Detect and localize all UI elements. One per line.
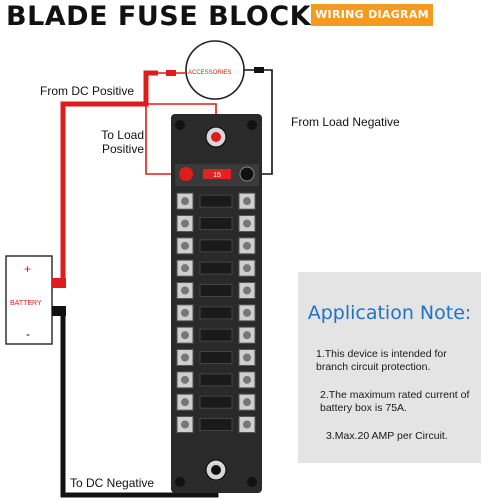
fuse-slot xyxy=(199,418,233,431)
screw xyxy=(181,264,189,273)
note-item-2: 2.The maximum rated current of battery b… xyxy=(320,389,470,414)
label-from-load-negative: From Load Negative xyxy=(291,115,400,129)
fuse-row xyxy=(176,349,256,366)
battery-minus: - xyxy=(26,327,30,341)
screw xyxy=(181,375,189,384)
fuse-row xyxy=(176,237,256,255)
screw xyxy=(181,398,189,407)
screw xyxy=(243,375,251,384)
screw xyxy=(243,197,251,206)
fuse-row xyxy=(176,304,256,322)
note-item-1: 1.This device is intended for branch cir… xyxy=(316,348,447,373)
label-to-load-positive-line1: To Load xyxy=(101,128,144,142)
screw xyxy=(181,241,189,250)
label-to-dc-negative: To DC Negative xyxy=(70,476,155,490)
fuse-row xyxy=(176,259,256,277)
application-note-title: Application Note: xyxy=(307,302,472,324)
screw xyxy=(243,264,251,273)
screw xyxy=(181,197,189,206)
fuse-row xyxy=(176,326,256,344)
screw xyxy=(181,353,189,362)
battery-box xyxy=(5,255,53,345)
screw xyxy=(181,286,189,295)
screw xyxy=(243,398,251,407)
fuse-slot xyxy=(199,395,233,409)
fuse-slot xyxy=(199,261,233,275)
svg-text:15: 15 xyxy=(213,172,221,179)
fuse-slot xyxy=(199,239,233,253)
accessories-label: ACCESSORIES xyxy=(188,70,232,76)
battery-plus: + xyxy=(24,262,32,276)
fuse-row xyxy=(176,371,256,389)
battery-label: BATTERY xyxy=(10,300,42,307)
fuse-row xyxy=(176,215,256,232)
fuse-slot xyxy=(199,217,233,230)
label-from-dc-positive: From DC Positive xyxy=(40,84,135,98)
page-title: BLADE FUSE BLOCK xyxy=(6,1,312,32)
screw xyxy=(243,331,251,340)
screw xyxy=(181,420,189,429)
fuse-row xyxy=(176,393,256,411)
wire-to-load-positive xyxy=(145,103,217,175)
screw xyxy=(243,308,251,317)
screw xyxy=(181,219,189,228)
screw xyxy=(243,353,251,362)
screw xyxy=(243,219,251,228)
screw xyxy=(181,308,189,317)
screw xyxy=(243,420,251,429)
fuse-slot xyxy=(199,351,233,364)
note-item-3: 3.Max.20 AMP per Circuit. xyxy=(326,430,448,442)
fuse-slot xyxy=(199,194,233,208)
fuse-slot xyxy=(199,306,233,320)
fuse-slot xyxy=(199,284,233,297)
application-note-box: Application Note: 1.This device is inten… xyxy=(298,272,481,463)
screw xyxy=(243,286,251,295)
fuse-slot xyxy=(199,373,233,387)
fuse-slot xyxy=(199,328,233,342)
fuse-row xyxy=(176,192,256,210)
fuse-row xyxy=(176,416,256,433)
fuse-rows xyxy=(176,192,256,433)
wiring-diagram-badge: WIRING DIAGRAM xyxy=(311,4,433,26)
fuse-row xyxy=(176,282,256,299)
screw xyxy=(243,241,251,250)
label-to-load-positive: To Load Positive xyxy=(100,128,144,156)
wire-dc-positive xyxy=(60,70,158,284)
screw xyxy=(181,331,189,340)
label-to-load-positive-line2: Positive xyxy=(101,142,144,156)
